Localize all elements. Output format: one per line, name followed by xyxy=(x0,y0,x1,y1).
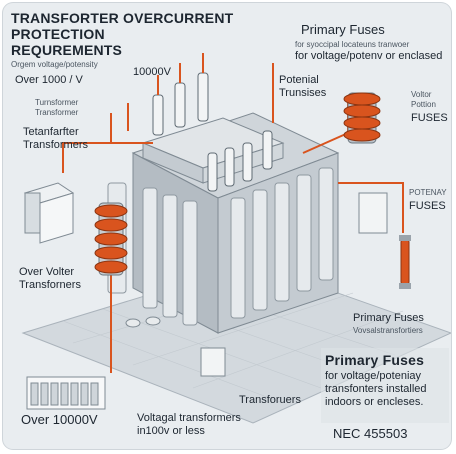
tiny-label-1: Turnsformer xyxy=(35,98,79,107)
potenay-label-2: FUSES xyxy=(409,200,446,212)
title-line-3: REQUREMENTS xyxy=(11,42,123,58)
voltagal-label-1: Voltagal transformers xyxy=(137,412,241,424)
bushings xyxy=(152,72,273,192)
over-volter-label-2: Transforners xyxy=(19,279,81,291)
tiny-label-2: Transformer xyxy=(35,108,79,117)
potenial-label-2: Trunsises xyxy=(279,87,327,99)
right-label-1: Voltor xyxy=(411,90,432,99)
text-panel xyxy=(321,348,449,423)
primary-fuses-desc-2: transfonters installed xyxy=(325,383,427,395)
primary-fuses-mid-sub: Vovsalstransfortiers xyxy=(353,326,423,335)
transformer-illustration xyxy=(21,53,451,424)
voltage-10000-label: 10000V xyxy=(133,66,171,78)
transformer-label-1: Tetanfarfter xyxy=(23,126,79,138)
right-label-2: Pottion xyxy=(411,100,436,109)
potenial-label-1: Potenial xyxy=(279,74,319,86)
potenay-label-1: POTENAY xyxy=(409,188,447,197)
primary-fuses-mid: Primary Fuses xyxy=(353,312,424,324)
primary-fuses-desc-3: indoors or encleses. xyxy=(325,396,424,408)
over-10000v-label: Over 10000V xyxy=(21,412,98,427)
primary-fuses-top: Primary Fuses xyxy=(301,22,385,37)
over-1000-label: Over 1000 / V xyxy=(15,74,83,86)
fuse-panel xyxy=(26,376,106,410)
title-line-2: PROTECTION xyxy=(11,26,105,42)
transformer-core xyxy=(107,112,340,334)
left-coil-fuse xyxy=(94,202,128,276)
primary-fuses-top-sub-2: for voltage/potenv or enclased xyxy=(295,50,443,62)
title-line-1: TRANSFORTER OVERCURRENT xyxy=(11,10,234,26)
right-panel-box xyxy=(358,192,388,234)
transformer-label-2: Transformers xyxy=(23,139,88,151)
transforuers-label: Transforuers xyxy=(239,394,301,406)
left-cabinet xyxy=(23,182,75,244)
primary-fuses-top-sub-1: for syoccipal locateuns tranwoer xyxy=(295,40,410,49)
bottom-box xyxy=(200,347,226,377)
diagram-frame: TRANSFORTER OVERCURRENT PROTECTION REQUR… xyxy=(3,3,451,449)
voltagal-label-2: in100v or less xyxy=(137,425,205,437)
nec-code: NEC 455503 xyxy=(333,426,408,441)
subtitle-small: Orgem voltage/potensity xyxy=(11,60,98,69)
primary-fuses-bottom: Primary Fuses xyxy=(325,352,425,368)
over-volter-label-1: Over Volter xyxy=(19,266,75,278)
small-fuse xyxy=(399,235,411,289)
right-coil-fuse xyxy=(343,92,381,144)
primary-fuses-desc-1: for voltage/poteniay xyxy=(325,370,422,382)
right-label-3: FUSES xyxy=(411,112,448,124)
